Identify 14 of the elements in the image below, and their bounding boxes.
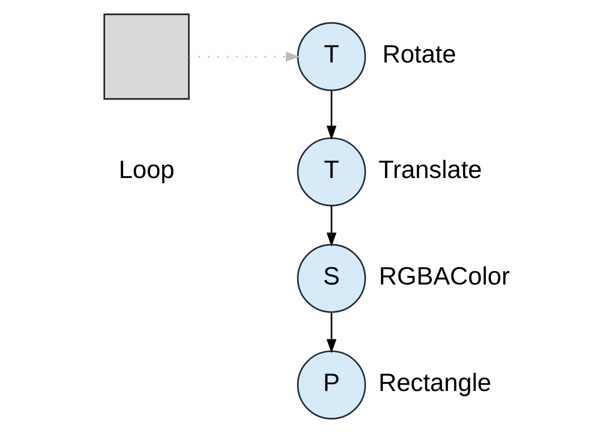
node-circle: T xyxy=(296,137,366,206)
arrow xyxy=(326,206,336,247)
node-label: Rectangle xyxy=(378,368,491,397)
arrow xyxy=(326,90,336,140)
node-label: Rotate xyxy=(382,40,456,69)
node-label: Translate xyxy=(378,156,482,184)
node-circle: P xyxy=(296,350,366,420)
node-circle: T xyxy=(296,22,366,92)
node-box xyxy=(102,14,190,100)
arrow xyxy=(326,312,336,354)
node-label: Loop xyxy=(118,156,174,184)
arrow xyxy=(188,52,300,62)
node-circle: S xyxy=(296,244,366,313)
node-label: RGBAColor xyxy=(378,262,510,290)
